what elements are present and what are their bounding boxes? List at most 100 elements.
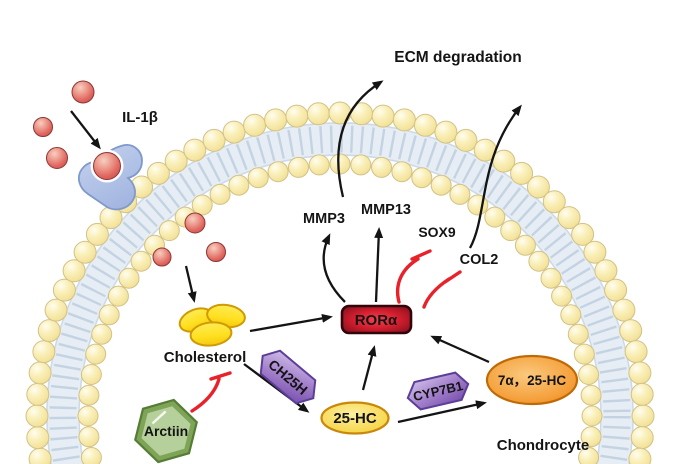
- activation-arrows: [70, 80, 522, 424]
- il1b-ligand: [46, 147, 68, 169]
- lipid-bead: [183, 138, 207, 162]
- arrow-7a25hc-to-rora: [430, 335, 490, 364]
- lipid-bead: [62, 259, 86, 283]
- lipid-bead: [628, 361, 652, 385]
- mmp13-label: MMP13: [361, 202, 411, 218]
- arctiin-highlight: [151, 410, 167, 425]
- lipid-bead: [164, 149, 188, 173]
- lipid-bead: [449, 183, 471, 205]
- ch25h-node: CH25H: [259, 349, 317, 405]
- lipid-bead: [37, 319, 61, 343]
- arctiin-hexagon-inner: [141, 406, 191, 456]
- ch25h-tag: [259, 349, 317, 405]
- lipid-bead: [528, 250, 550, 272]
- lipid-bead: [371, 104, 395, 128]
- lipid-bead: [573, 343, 595, 365]
- lipid-bead: [329, 153, 351, 175]
- arctiin-label: Arctiin: [144, 423, 188, 439]
- lipid-bead: [571, 222, 595, 246]
- sox9-label: SOX9: [418, 224, 456, 240]
- il1b-ligand: [33, 117, 53, 137]
- lipid-bead: [146, 161, 170, 185]
- lipid-bead: [73, 240, 97, 264]
- lipid-bead: [467, 194, 489, 216]
- lipid-bead: [391, 161, 413, 183]
- lipid-bead: [308, 154, 330, 176]
- lipid-bead: [130, 250, 152, 272]
- lipid-bead: [243, 113, 267, 137]
- lipid-bead: [434, 120, 458, 144]
- rora-node: [340, 304, 413, 335]
- lipid-bead: [580, 384, 602, 406]
- lipid-bead: [514, 234, 536, 256]
- ecm-degradation-label: ECM degradation: [394, 49, 521, 66]
- inhibit-arctiin-cholesterol-stem: [190, 377, 221, 413]
- lipid-bead: [28, 447, 52, 464]
- cholesterol-droplets: [178, 303, 246, 347]
- signal-ball: [184, 212, 206, 234]
- lipid-bead: [583, 240, 607, 264]
- lipid-bead: [32, 340, 56, 364]
- cyp7b1-tag: [406, 371, 470, 411]
- lipid-bead: [288, 156, 309, 178]
- il1b-signal-intracellular: [152, 212, 226, 267]
- lipid-bead: [264, 108, 288, 132]
- lipid-bead: [209, 183, 231, 205]
- lipid-bead: [371, 156, 392, 178]
- lipid-bead: [578, 364, 600, 385]
- lipid-bead: [581, 405, 603, 427]
- arrow-mmps-to-ecm-degradation: [337, 80, 384, 198]
- lipid-bead: [630, 426, 654, 450]
- lipid-bead: [26, 426, 50, 450]
- lipid-bead: [118, 267, 140, 289]
- arrow-cholesterol-to-rora: [249, 313, 333, 333]
- lipid-bead: [85, 222, 109, 246]
- arrow-rora-to-mmp13: [374, 227, 384, 303]
- signal-ball: [152, 247, 172, 267]
- lipid-bead: [454, 128, 478, 152]
- lipid-bead: [98, 304, 120, 326]
- il1b-label: IL-1β: [122, 109, 158, 126]
- arctiin-node: [134, 398, 198, 464]
- lipid-bead: [107, 285, 129, 307]
- lipid-bead: [510, 161, 534, 185]
- lipid-bead: [28, 361, 52, 385]
- lipid-bead: [78, 426, 100, 448]
- lipid-bead: [630, 382, 654, 406]
- lipid-bead: [202, 128, 226, 152]
- lipid-bead: [306, 102, 330, 126]
- lipid-bead: [411, 167, 433, 189]
- inhibition-bars: [190, 249, 462, 413]
- lipid-bead: [247, 167, 269, 189]
- lipid-bead: [392, 108, 416, 132]
- lipid-bead: [542, 190, 566, 214]
- lipid-bead: [540, 267, 562, 289]
- lipid-bead: [619, 319, 643, 343]
- lipid-bead: [628, 447, 652, 464]
- lipid-bead: [78, 384, 100, 406]
- lipid-bead: [91, 323, 113, 345]
- lipid-bead: [557, 206, 581, 230]
- lipid-bead: [580, 426, 602, 448]
- arrow-25hc-to-7a25hc: [397, 400, 487, 424]
- membrane-lipid-tails: [49, 125, 631, 464]
- lipid-bead: [350, 154, 372, 176]
- membrane-beads-outer-row: [25, 101, 655, 464]
- lipid-bead: [26, 382, 50, 406]
- inhibit-rora-sox9-cap: [410, 249, 432, 261]
- inhibit-rora-col2-cap: [443, 270, 462, 284]
- 25hc-label: 25-HC: [333, 410, 377, 427]
- lipid-bead: [631, 404, 655, 428]
- il1b-ligand: [71, 80, 95, 104]
- il1b-ligands-extracellular: [33, 80, 95, 169]
- chondrocyte-label: Chondrocyte: [497, 437, 590, 454]
- rora-label: RORα: [355, 312, 398, 329]
- lipid-bead: [52, 278, 76, 302]
- lipid-bead: [430, 174, 452, 196]
- mmp3-label: MMP3: [303, 211, 345, 227]
- arrow-col2-secretion: [468, 104, 522, 249]
- lipid-bead: [578, 447, 600, 464]
- signal-ball: [206, 242, 226, 262]
- lipid-bead: [158, 220, 180, 242]
